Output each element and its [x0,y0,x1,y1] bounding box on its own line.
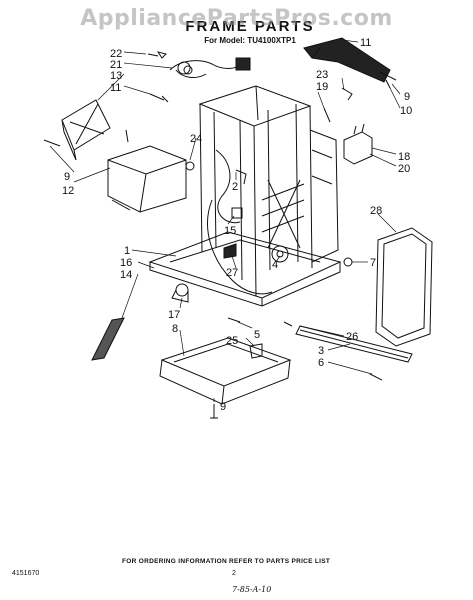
callout-27: 27 [226,267,238,279]
part-6-screw-drawing [369,373,383,381]
callout-1: 1 [124,245,130,257]
leader-lines [49,39,401,402]
callout-15: 15 [224,225,236,237]
part-11-bolt-drawing [149,93,169,103]
ordering-note: FOR ORDERING INFORMATION REFER TO PARTS … [122,558,331,565]
part-25-clip-drawing [249,343,263,359]
part-11-top-bracket-drawing [303,37,391,83]
part-17-bushing-drawing [171,283,189,303]
callout-18: 18 [398,151,410,163]
page-number: 2 [232,570,236,577]
callout-28: 28 [370,205,382,217]
callout-21: 21 [110,59,122,71]
part-19-screw-drawing [323,107,331,123]
main-frame-drawing [148,85,342,307]
part-3-slide-rail-drawing [295,325,413,363]
callout-9-left: 9 [64,171,70,183]
document-number: 4151670 [12,570,40,577]
callout-11-left: 11 [110,82,121,94]
part-12-shroud-drawing [107,145,187,213]
callout-14: 14 [120,269,132,281]
callout-4: 4 [272,259,278,271]
watermark: AppliancePartsPros.com [80,6,393,31]
callout-labels: 22 21 13 11 12 9 24 2 15 1 16 14 17 8 27… [62,37,412,413]
callout-11-top: 11 [360,37,371,49]
page-title: FRAME PARTS [185,18,315,35]
part-18-switch-drawing [343,123,373,165]
callout-25: 25 [226,335,238,347]
part-23-clip-drawing [341,87,353,101]
part-7-nut-drawing [343,257,353,267]
screw-9-left-drawing [43,139,61,147]
callout-20: 20 [398,163,410,175]
part-13-side-plate-drawing [61,99,111,161]
callout-12: 12 [62,185,74,197]
model-label: For Model: TU4100XTP1 [204,36,296,45]
callout-5: 5 [254,329,260,341]
callout-3: 3 [318,345,324,357]
callout-17: 17 [168,309,180,321]
screw-12-drawing [125,129,129,143]
callout-2: 2 [232,181,238,193]
callout-13: 13 [110,70,122,82]
callout-9-top-right: 9 [404,91,410,103]
callout-6: 6 [318,357,324,369]
callout-22: 22 [110,48,122,60]
handwritten-note: 7-85-A-10 [232,585,272,594]
callout-10: 10 [400,105,412,117]
callout-23: 23 [316,69,328,81]
part-24-grommet-drawing [185,161,195,171]
callout-7: 7 [370,257,376,269]
callout-19: 19 [316,81,328,93]
callout-9-bottom: 9 [220,401,226,413]
screw-9-bottom-drawing [210,404,218,419]
part-26-screw-drawing [283,321,293,327]
callout-24: 24 [190,133,202,145]
part-21-power-cord-drawing [169,57,251,78]
part-28-filter-panel-drawing [375,227,433,347]
part-5-screw-drawing [227,317,241,323]
callout-26: 26 [346,331,358,343]
callout-8: 8 [172,323,178,335]
part-22-screw-drawing [147,51,167,59]
part-14-foam-strip-drawing [91,317,125,361]
callout-16: 16 [120,257,132,269]
part-8-drain-pan-drawing [159,337,292,405]
